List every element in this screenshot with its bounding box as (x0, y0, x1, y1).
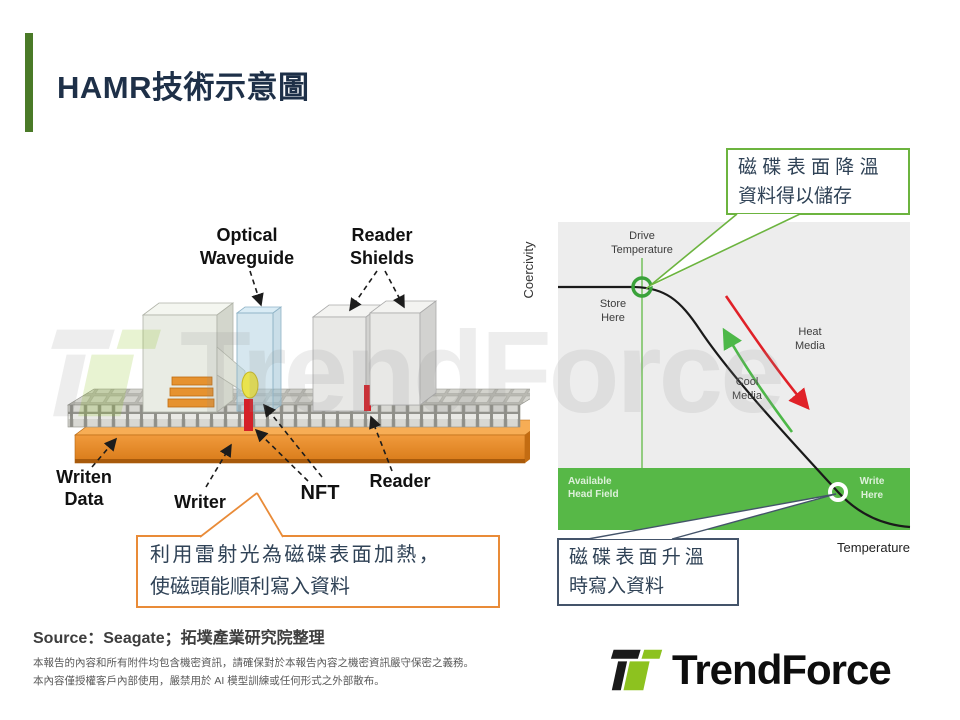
callout-heat-write-line1: 磁碟表面升溫 (569, 547, 709, 568)
write-here-label-2: Here (861, 490, 884, 501)
x-axis-label: Temperature (837, 540, 910, 555)
callout-cool-store-line2: 資料得以儲存 (738, 186, 853, 208)
disclaimer-line1: 本報告的內容和所有附件均包含機密資訊，請確保對於本報告內容之機密資訊嚴守保密之義… (33, 657, 474, 669)
label-reader: Reader (369, 471, 430, 491)
cool-media-label: Cool (736, 376, 759, 388)
label-optical-waveguide: Optical (216, 225, 277, 245)
label-reader-shields: Reader (351, 225, 412, 245)
cool-media-arrow (722, 327, 794, 433)
disclaimer-text: 本報告的內容和所有附件均包含機密資訊，請確保對於本報告內容之機密資訊嚴守保密之義… (33, 654, 474, 691)
coercivity-curve (558, 285, 911, 529)
callout-cool-store: 磁碟表面降溫 資料得以儲存 (726, 148, 910, 215)
trendforce-logo: TrendForce (610, 645, 892, 694)
store-here-label: Store (600, 298, 626, 310)
hamr-head-diagram: Optical Waveguide Reader Shields Writen … (56, 225, 530, 512)
write-here-label: Write (860, 476, 885, 487)
cool-media-label-2: Media (732, 390, 763, 402)
available-head-field-label-2: Head Field (568, 489, 619, 500)
drive-temperature-label: Drive (629, 230, 655, 242)
diagram-leader-arrows (91, 270, 405, 488)
disclaimer-line2: 本內容僅授權客戶內部使用，嚴禁用於 AI 模型訓練或任何形式之外部散布。 (33, 675, 385, 688)
title-accent-bar (25, 33, 33, 132)
label-optical-waveguide-2: Waveguide (200, 248, 294, 268)
heat-media-arrow (724, 295, 810, 410)
heat-media-label: Heat (798, 326, 821, 338)
callout-heat-write: 磁碟表面升溫 時寫入資料 (557, 538, 739, 606)
source-note: Source：Seagate；拓墣產業研究院整理 (33, 630, 325, 647)
label-nft: NFT (301, 482, 340, 504)
reader-shield-blocks (311, 300, 438, 412)
callout-laser-heat-line2: 使磁頭能順利寫入資料 (150, 576, 350, 598)
trendforce-logo-icon (610, 649, 663, 691)
drive-temperature-label-2: Temperature (611, 244, 673, 256)
callout-laser-heat-line1: 利用雷射光為磁碟表面加熱， (150, 544, 442, 566)
callout-cool-store-line1: 磁碟表面降溫 (738, 157, 884, 178)
callout-laser-heat: 利用雷射光為磁碟表面加熱， 使磁頭能順利寫入資料 (136, 535, 500, 608)
laser-heat-spot (241, 371, 259, 399)
store-here-label-2: Here (601, 312, 625, 324)
writer-pole-tip (244, 399, 253, 431)
coercivity-temperature-chart: Coercivity Drive Temperature Store Here … (521, 222, 911, 555)
media-bit-track (66, 388, 530, 428)
y-axis-label: Coercivity (521, 241, 536, 299)
label-reader-shields-2: Shields (350, 248, 414, 268)
available-head-field-label: Available (568, 476, 612, 487)
label-writer: Writer (174, 492, 226, 512)
write-coil (167, 376, 215, 408)
callout-heat-write-line2: 時寫入資料 (569, 576, 665, 598)
heat-media-label-2: Media (795, 340, 826, 352)
write-here-marker (828, 482, 848, 502)
label-writen-data: Writen (56, 467, 112, 487)
page-title: HAMR技術示意圖 (57, 70, 310, 105)
label-writen-data-2: Data (64, 489, 104, 509)
reader-element (364, 385, 371, 411)
optical-waveguide-slab (235, 306, 283, 412)
trendforce-logo-text: TrendForce (672, 645, 892, 693)
